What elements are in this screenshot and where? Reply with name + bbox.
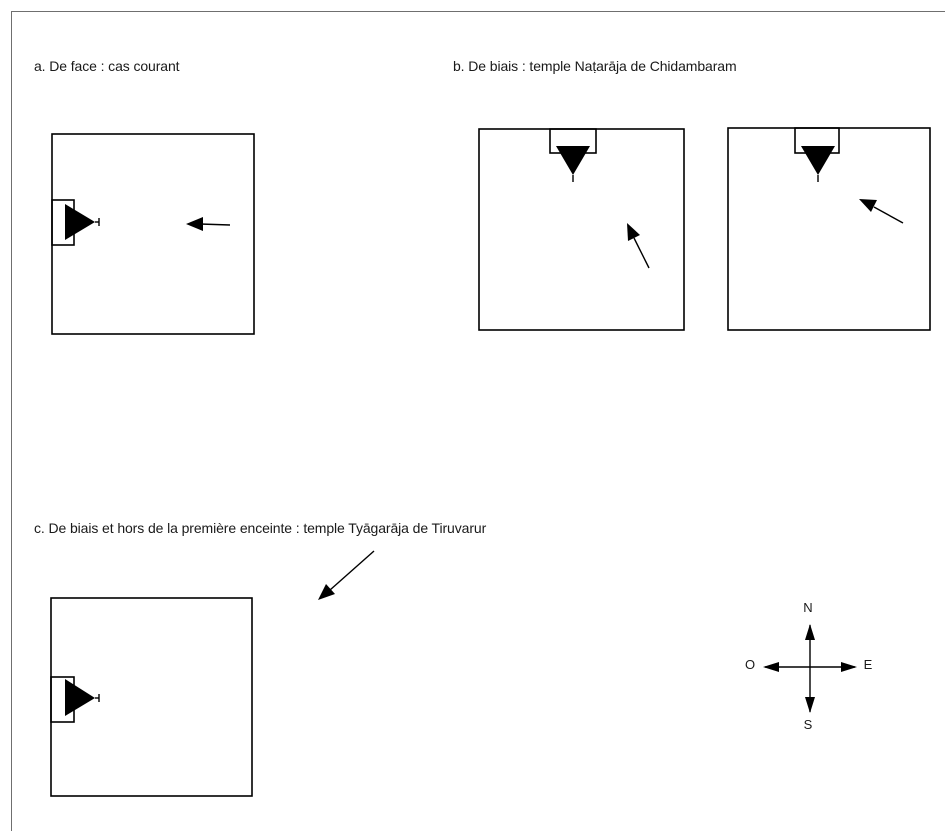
caption-panel-a: a. De face : cas courant (34, 58, 180, 74)
deity-triangle-panel-b-right (801, 146, 835, 182)
deity-triangle-panel-c (65, 679, 100, 716)
deity-triangle-panel-b-left (556, 146, 590, 182)
caption-panel-c: c. De biais et hors de la première encei… (34, 520, 487, 536)
approach-arrow-panel-c (318, 550, 375, 600)
compass-label-south: S (803, 717, 813, 732)
compass-label-west: O (744, 657, 756, 672)
caption-panel-b: b. De biais : temple Naṭarāja de Chidamb… (453, 58, 737, 74)
compass-north-arrowhead (805, 624, 815, 640)
compass-west-arrowhead (763, 662, 779, 672)
approach-arrow-panel-b-left (627, 223, 650, 269)
compass-label-north: N (803, 600, 813, 615)
compass-south-arrowhead (805, 697, 815, 713)
figure-frame (11, 11, 945, 831)
enclosure-panel-b-right (727, 127, 931, 331)
compass-east-arrowhead (841, 662, 857, 672)
deity-triangle-panel-a (65, 204, 100, 240)
approach-arrow-panel-a (186, 217, 231, 231)
compass-rose (763, 624, 857, 713)
enclosure-panel-a (51, 133, 255, 335)
compass-label-east: E (863, 657, 873, 672)
approach-arrow-panel-b-right (859, 199, 904, 224)
